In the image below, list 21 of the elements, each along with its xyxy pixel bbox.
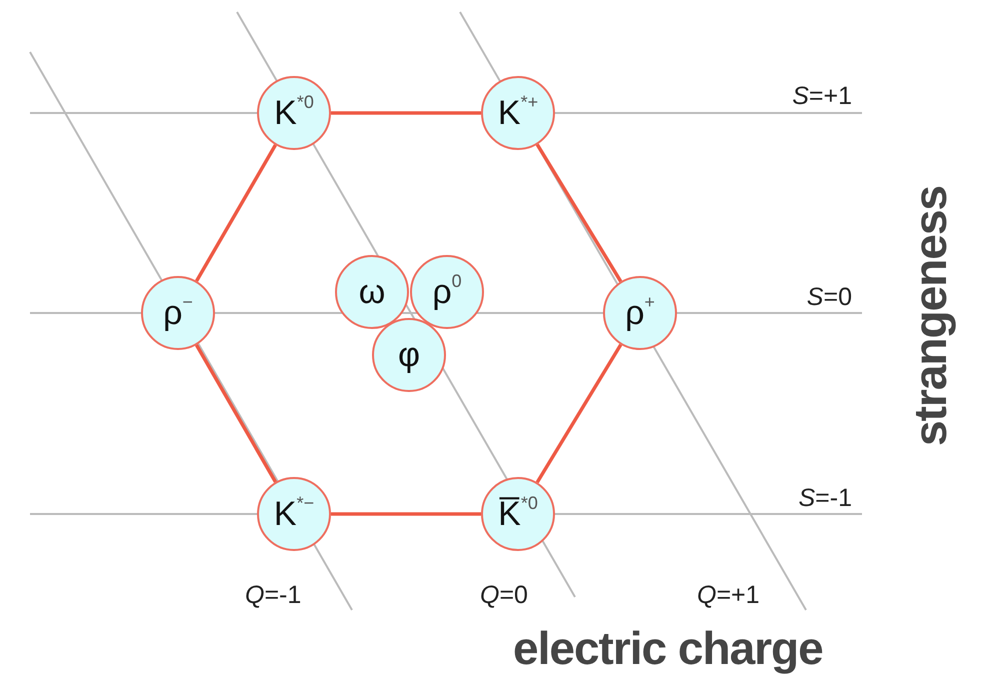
particle-symbol: ω bbox=[358, 275, 386, 309]
axis-value-label: Q=0 bbox=[480, 583, 528, 608]
hexagon-edge bbox=[536, 144, 622, 282]
axis-value-label: Q=+1 bbox=[697, 583, 760, 608]
particle-symbol: K̅$^{*0}$ bbox=[498, 497, 538, 531]
particle-symbol: ρ$^{−}$ bbox=[163, 296, 193, 330]
hexagon-edge bbox=[194, 344, 278, 483]
particle-symbol: K$^{*0}$ bbox=[274, 96, 314, 130]
hexagon-edge bbox=[195, 144, 277, 282]
axis-value-label: S=-1 bbox=[798, 486, 852, 511]
hexagon-edge bbox=[331, 111, 481, 115]
axis-value-label: S=+1 bbox=[792, 84, 852, 109]
particle-symbol: K$^{*+}$ bbox=[498, 96, 538, 130]
particle-symbol: ρ$^{0}$ bbox=[432, 275, 462, 309]
particle-symbol: φ bbox=[398, 338, 420, 372]
particle-symbol: ρ$^{+}$ bbox=[625, 296, 655, 330]
hexagon-edge bbox=[536, 344, 622, 484]
axis-value-label: Q=-1 bbox=[245, 583, 302, 608]
hexagon-edge bbox=[331, 512, 481, 516]
particle-symbol: K$^{*−}$ bbox=[274, 497, 314, 531]
axis-value-label: S=0 bbox=[806, 285, 852, 310]
